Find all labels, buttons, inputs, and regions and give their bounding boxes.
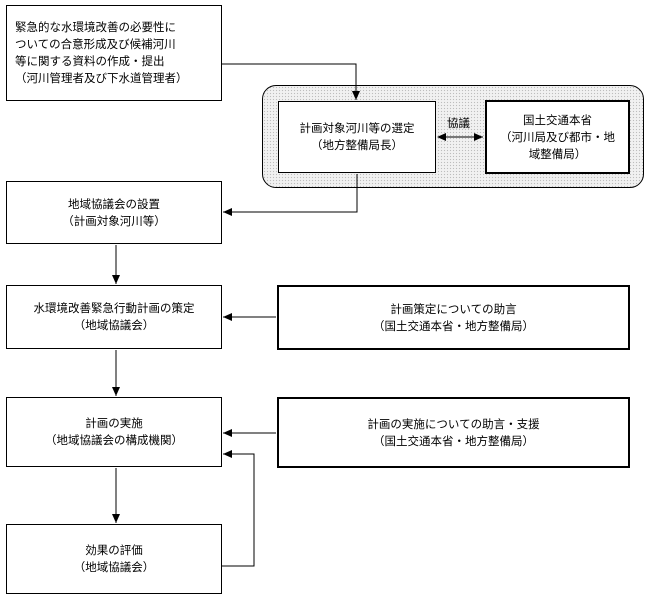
node-evaluation: 効果の評価 （地域協議会）	[6, 524, 222, 594]
edge-selection-to-council-setup	[223, 174, 358, 216]
node-council-setup: 地域協議会の設置 （計画対象河川等）	[6, 181, 222, 244]
node-advice-formulation-line-2: （国土交通本省・地方整備局）	[373, 318, 534, 333]
node-advice-implementation: 計画の実施についての助言・支援 （国土交通本省・地方整備局）	[277, 397, 630, 468]
edge-proposal-to-selection	[222, 63, 360, 100]
node-ministry-line-3: 域整備局）	[528, 146, 587, 161]
node-proposal-line-2: ついての合意形成及び候補河川	[15, 37, 176, 51]
node-ministry-line-2: （河川局及び都市・地	[500, 129, 615, 144]
node-advice-implementation-line-2: （国土交通本省・地方整備局）	[373, 433, 534, 448]
node-ministry: 国土交通本省 （河川局及び都市・地 域整備局）	[485, 100, 630, 174]
node-advice-formulation-line-1: 計画策定についての助言	[390, 301, 517, 316]
edge-evaluation-feedback-to-plan-implementation	[222, 450, 255, 567]
node-selection: 計画対象河川等の選定 （地方整備局長）	[278, 101, 436, 173]
node-proposal-line-3: 等に関する資料の作成・提出	[15, 54, 165, 68]
node-plan-implementation: 計画の実施 （地域協議会の構成機関）	[6, 397, 222, 467]
node-proposal-line-1: 緊急的な水環境改善の必要性に	[15, 20, 176, 34]
node-plan-formulation-line-2: （地域協議会）	[73, 318, 155, 332]
edge-label-consultation: 協議	[447, 116, 470, 130]
node-plan-formulation-line-1: 水環境改善緊急行動計画の策定	[33, 301, 195, 315]
node-plan-implementation-line-1: 計画の実施	[85, 416, 143, 430]
node-council-setup-line-2: （計画対象河川等）	[62, 213, 166, 228]
node-proposal-line-4: （河川管理者及び下水道管理者）	[15, 71, 188, 85]
node-selection-line-1: 計画対象河川等の選定	[299, 121, 415, 135]
node-plan-implementation-line-2: （地域協議会の構成機関）	[45, 433, 183, 447]
node-council-setup-line-1: 地域協議会の設置	[68, 196, 160, 211]
node-evaluation-line-1: 効果の評価	[85, 543, 143, 557]
node-evaluation-line-2: （地域協議会）	[73, 560, 155, 574]
node-advice-implementation-line-1: 計画の実施についての助言・支援	[367, 416, 540, 431]
node-ministry-line-1: 国土交通本省	[523, 112, 592, 127]
node-plan-formulation: 水環境改善緊急行動計画の策定 （地域協議会）	[6, 285, 222, 349]
node-advice-formulation: 計画策定についての助言 （国土交通本省・地方整備局）	[277, 285, 630, 350]
node-proposal: 緊急的な水環境改善の必要性に ついての合意形成及び候補河川 等に関する資料の作成…	[6, 5, 222, 101]
node-selection-line-2: （地方整備局長）	[311, 138, 403, 152]
